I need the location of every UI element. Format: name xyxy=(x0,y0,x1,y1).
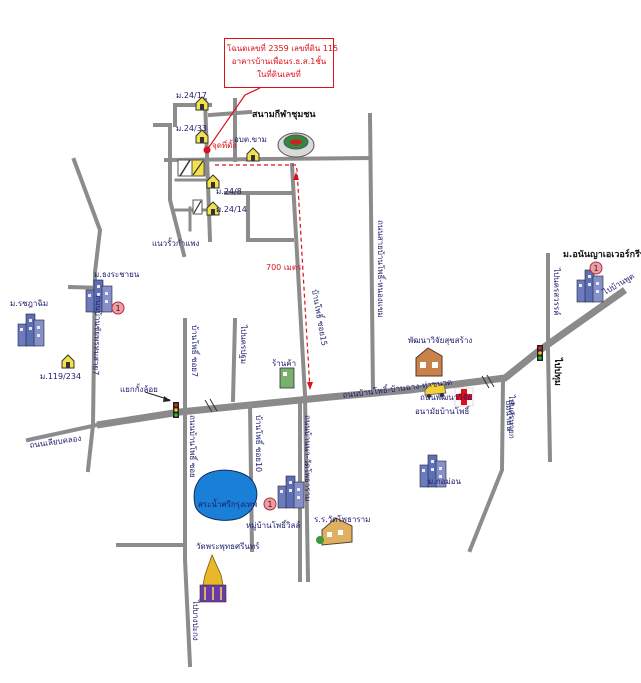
label-gas-station: ปั๊มน้ำมัน xyxy=(504,400,516,432)
taxi-icon xyxy=(424,382,447,398)
traffic-light-icon xyxy=(537,345,543,361)
label-soi-24-8: ม.24/8 xyxy=(216,187,242,196)
label-soi-24-17: ม.24/17 xyxy=(176,91,207,100)
bridge-icon xyxy=(481,374,495,389)
label-house-rachada: ม.รชฎาฉิม xyxy=(10,299,48,308)
lake xyxy=(193,469,258,521)
label-market: ร้านค้า xyxy=(272,359,296,368)
label-to-right: ไปปทุม xyxy=(552,357,564,386)
label-soi-ban-phot-7: บ้านโพธิ์ ซอย7 xyxy=(190,325,201,377)
label-to-bangkok: ไปบางปะกง xyxy=(191,599,200,641)
label-location-point: จุดที่ตั้ง xyxy=(212,139,236,150)
route xyxy=(203,87,313,391)
map-labels: ม.24/17 ม.24/33 ม.24/8 ม.24/14 สนามกีฬาช… xyxy=(10,91,641,641)
label-village-nuan: ม.กอม่อน xyxy=(428,477,462,486)
building-icon xyxy=(17,313,45,347)
label-road-right-vertical: ไปนครนายก xyxy=(507,394,516,439)
stadium-icon xyxy=(277,132,315,158)
label-house-nong-chan: ม.ธงระชายน xyxy=(94,270,140,279)
label-road-left-vertical: ถนนบ้านชัยพรหมสาย7 xyxy=(91,295,103,375)
label-soi-ban-phot-10: บ้านโพธิ์ ซอย10 xyxy=(254,415,265,472)
label-clinic: ถนนพัฒนาวิจัย xyxy=(420,393,472,402)
label-stadium: สนามกีฬาชุมชน xyxy=(252,109,316,120)
market-icon xyxy=(279,367,295,389)
hospital-cross-icon xyxy=(454,387,474,407)
bridge-icon xyxy=(204,398,218,413)
building-icon xyxy=(576,261,604,303)
label-road-ban-phot-soi15: บ้านโพธิ์ ซอย15 xyxy=(310,288,331,346)
label-soi-24-33: ม.24/33 xyxy=(176,124,207,133)
label-road-alley: แนวรั้วกำแพง xyxy=(152,237,200,248)
school-icon xyxy=(316,517,353,546)
label-temple: วัดพระพุทธศรีนทร์ xyxy=(196,541,260,551)
note-line-land: ในที่ดินเลขที่ xyxy=(257,70,301,79)
label-village-office: อบต.ขาม xyxy=(234,135,267,144)
location-note-box: โฉนดเลขที่ 2359 เลขที่ดิน 115 อาคารบ้านเ… xyxy=(224,38,339,88)
label-road-right-upper: ไปนครสวรรค์ xyxy=(552,267,562,316)
house-icon xyxy=(246,147,260,162)
location-marker xyxy=(203,146,211,154)
label-lake: สระน้ำศรีกรุงเทพ xyxy=(198,498,257,509)
shop-building-icon xyxy=(415,347,443,377)
label-intersection: แยกกั้งล้อย xyxy=(120,383,158,394)
note-line-building: อาคารบ้านเพื่อนร.ธ.ส.1ชั้น xyxy=(231,57,327,66)
building-icon xyxy=(85,279,125,315)
label-to-nakhon-pathom: ไปนครปฐม xyxy=(239,324,248,364)
temple-icon xyxy=(199,553,227,603)
label-road-north-vertical: ถนนสายบ้านโพธิ์-หนองแขม xyxy=(376,220,387,318)
label-road-center-vertical: ถนนบ้านโพธิ์ ซอย xyxy=(188,415,199,478)
label-house-119: ม.119/234 xyxy=(40,372,81,381)
label-village-right: ม.อนันญาเอเวอร์กรีน xyxy=(563,248,641,260)
label-road-soi-south: ถนนบ้านนา-วัดโพธาราม xyxy=(303,415,313,501)
label-soi-24-14: ม.24/14 xyxy=(216,205,247,214)
roads xyxy=(25,97,628,668)
label-distance: 700 เมตร xyxy=(266,263,302,272)
label-health-center: อนามัยบ้านโพธิ์ xyxy=(415,405,471,416)
label-pattana: พัฒนาวิจัยสุขสร้าง xyxy=(408,336,472,345)
label-school: ร.ร.วัดโพธาราม xyxy=(314,514,370,524)
label-village-ban-phot: หมู่บ้านโพธิ์วิลล์ xyxy=(246,519,300,531)
house-icon xyxy=(61,354,75,369)
traffic-light-icon xyxy=(173,402,179,418)
note-line-deed: โฉนดเลขที่ 2359 เลขที่ดิน 115 xyxy=(227,44,339,53)
lots xyxy=(177,159,205,215)
